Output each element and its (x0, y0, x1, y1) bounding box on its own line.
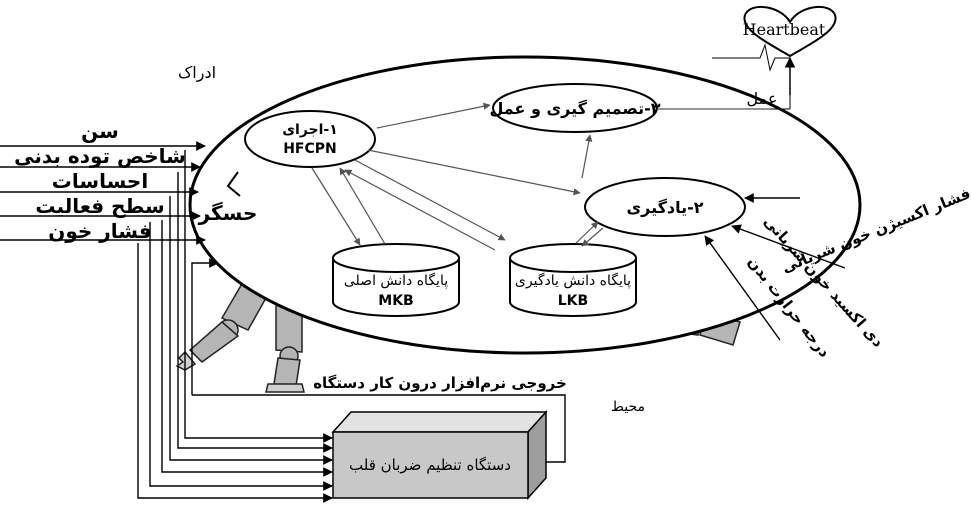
internal-arrows (311, 102, 770, 251)
input-emotions: احساسات (52, 169, 148, 193)
perception-label: ادراک (178, 63, 216, 83)
learning-node (584, 177, 746, 237)
hfcpn-node (244, 110, 376, 168)
hfcpn-sub: HFCPN (283, 141, 337, 157)
sensor-label: حسگر (198, 201, 258, 225)
decision-label: ۳-تصمیم گیری و عمل (489, 99, 660, 118)
input-bmi: شاخص توده بدنی (14, 144, 186, 168)
action-label: عمل (747, 89, 778, 108)
environment-label: محیط (611, 399, 645, 415)
pacemaker-device (331, 410, 548, 500)
input-activity: سطح فعالیت (35, 194, 164, 218)
decision-node (492, 83, 658, 133)
learning-label: ۲-یادگیری (626, 198, 703, 217)
input-lines (0, 141, 566, 503)
mkb-title: پایگاه دانش اصلی (344, 272, 448, 289)
device-label: دستگاه تنظیم ضربان قلب (349, 456, 511, 474)
sensor-icon (226, 171, 241, 197)
lkb-sub: LKB (558, 293, 588, 309)
mkb-sub: MKB (378, 293, 413, 309)
hfcpn-title: ۱-اجرای (282, 122, 338, 138)
input-age: سن (81, 119, 119, 143)
software-output-label: خروجی نرم‌افزار درون کار دستگاه (313, 374, 567, 392)
mkb-database (332, 243, 460, 317)
lkb-database (509, 243, 637, 317)
heartbeat-icon (712, 6, 837, 110)
right-input-arrows (704, 193, 846, 341)
input-blood-pressure: فشار خون (48, 219, 151, 243)
lkb-title: پایگاه دانش یادگیری (515, 272, 631, 289)
heartbeat-label: Heartbeat (743, 20, 826, 39)
